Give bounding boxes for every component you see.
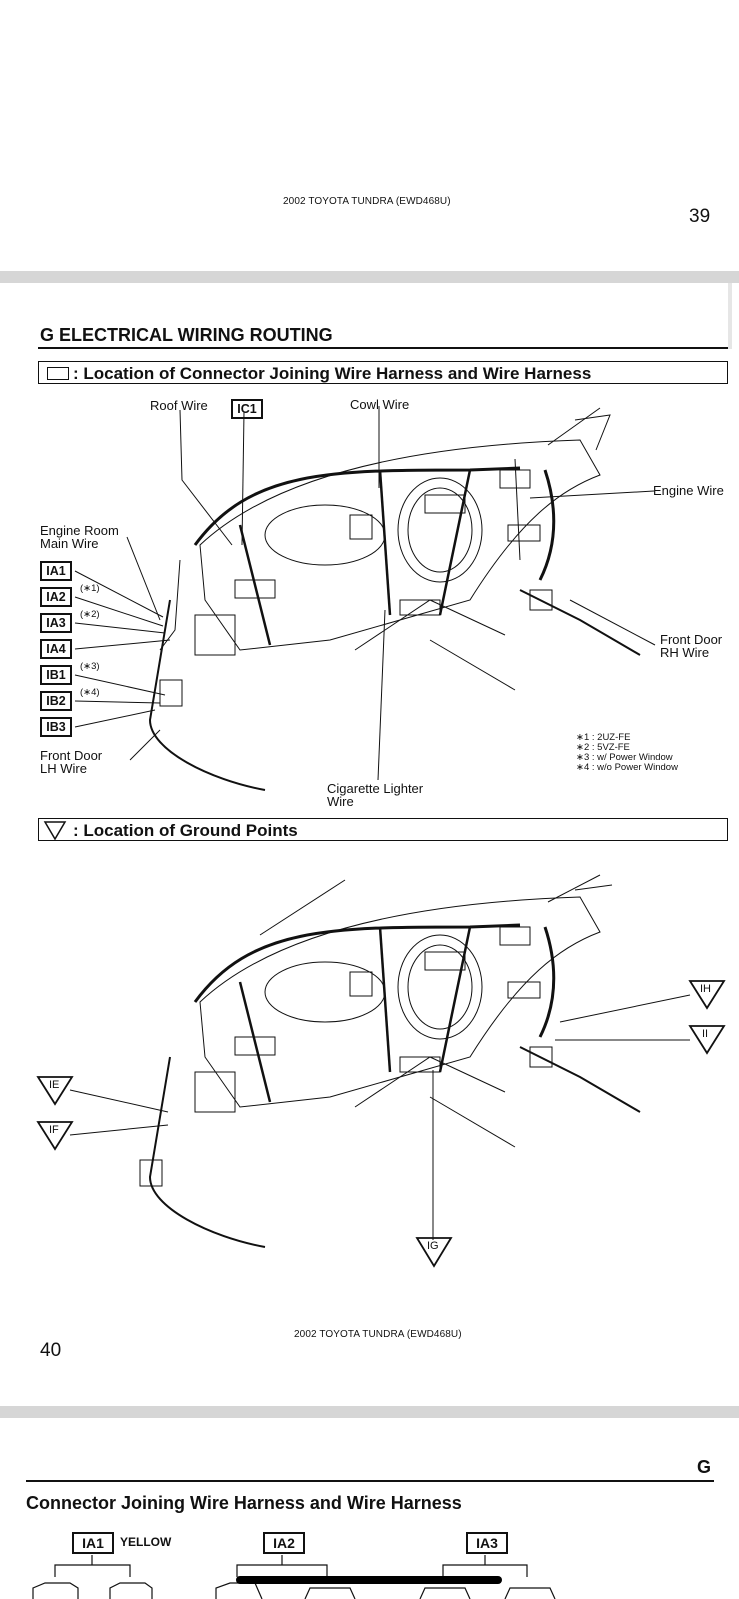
page-separator	[0, 271, 739, 283]
ground-points-bar: : Location of Ground Points	[38, 818, 728, 841]
connector-color: YELLOW	[120, 1535, 172, 1549]
ground-point-ie: IE	[49, 1079, 60, 1091]
label-engine-wire: Engine Wire	[653, 483, 724, 498]
ground-point-if: IF	[49, 1124, 59, 1136]
connector-label-ia2: IA2	[263, 1532, 305, 1554]
title-rule	[26, 1480, 714, 1482]
label-cowl-wire: Cowl Wire	[350, 397, 410, 412]
section-title: G ELECTRICAL WIRING ROUTING	[40, 325, 333, 345]
section-letter: G	[697, 1457, 712, 1477]
page-number: 39	[689, 206, 711, 227]
label-front-door-rh-wire: Front Door RH Wire	[660, 632, 723, 660]
connector-label-ia3: IA3	[40, 613, 72, 633]
scrollbar-thumb[interactable]	[728, 283, 732, 349]
ground-point-ih: IH	[700, 983, 711, 995]
label-roof-wire: Roof Wire	[150, 398, 208, 413]
connector-label-ib3: IB3	[40, 717, 72, 737]
connector-label-ia2: IA2	[40, 587, 72, 607]
connector-label-ia3: IA3	[466, 1532, 508, 1554]
home-indicator[interactable]	[236, 1576, 502, 1584]
connector-label-ia1: IA1	[72, 1532, 114, 1554]
page-number: 40	[40, 1340, 62, 1361]
connector-label-ia4: IA4	[40, 639, 72, 659]
footnote-1: ∗1 : 2UZ-FE	[576, 732, 631, 743]
connector-label-ic1: IC1	[231, 399, 263, 419]
label-engine-room-main-wire: Engine Room Main Wire	[40, 523, 119, 551]
ground-point-ig: IG	[427, 1240, 439, 1252]
label-cigarette-lighter-wire: Cigarette Lighter Wire	[327, 781, 424, 809]
footnote-4: ∗4 : w/o Power Window	[576, 762, 678, 773]
page-header: 2002 TOYOTA TUNDRA (EWD468U)	[283, 196, 451, 207]
connector-label-ib1: IB1	[40, 665, 72, 685]
connector-note-ia3: (∗2)	[80, 609, 100, 620]
ground-point-ii: II	[702, 1028, 709, 1040]
connector-note-ib2: (∗4)	[80, 687, 100, 698]
connector-label-ib2: IB2	[40, 691, 72, 711]
connector-label-ia1: IA1	[40, 561, 72, 581]
page-footer: 2002 TOYOTA TUNDRA (EWD468U)	[294, 1329, 462, 1340]
square-icon	[47, 367, 69, 380]
connector-note-ia2: (∗1)	[80, 583, 100, 594]
connector-page-title: Connector Joining Wire Harness and Wire …	[26, 1493, 462, 1513]
footnote-2: ∗2 : 5VZ-FE	[576, 742, 630, 753]
triangle-icon	[43, 821, 67, 841]
footnote-3: ∗3 : w/ Power Window	[576, 752, 673, 763]
page-separator	[0, 1406, 739, 1418]
connector-location-bar: : Location of Connector Joining Wire Har…	[38, 361, 728, 384]
connector-note-ib1: (∗3)	[80, 661, 100, 672]
label-front-door-lh-wire: Front Door LH Wire	[40, 748, 103, 776]
title-rule	[38, 347, 728, 349]
